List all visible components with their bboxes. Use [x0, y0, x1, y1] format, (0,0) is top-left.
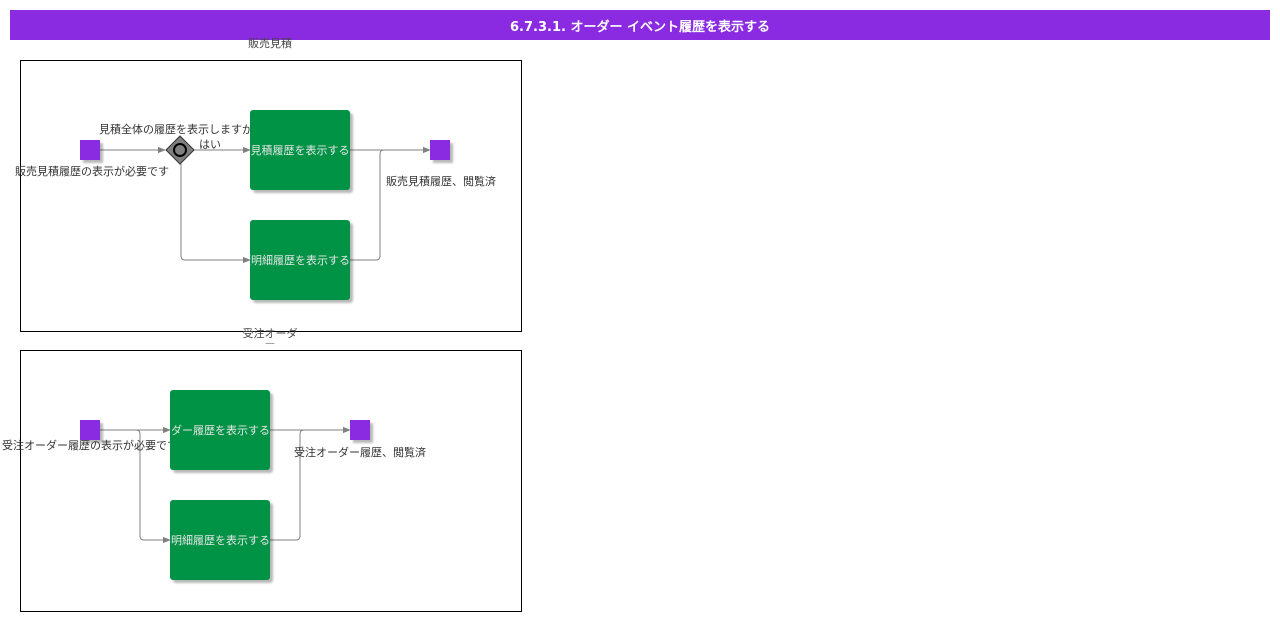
end-event-quote-label: 販売見積履歴、閲覧済: [386, 175, 496, 188]
task-view-order-line-history: 受注オーダー明細履歴を表示する: [170, 500, 270, 580]
start-event-quote-label: 販売見積履歴の表示が必要です: [15, 165, 169, 178]
end-event-quote: [430, 140, 450, 160]
gateway-question-label: 見積全体の履歴を表示しますか?: [99, 123, 259, 136]
task-view-quote-history: 見積履歴を表示する: [250, 110, 350, 190]
lane-sales-order: [20, 350, 522, 612]
start-event-quote: [80, 140, 100, 160]
start-event-order: [80, 420, 100, 440]
task-view-order-history: 受注オーダー履歴を表示する: [170, 390, 270, 470]
lane-sales-quote: [20, 60, 522, 332]
lane-label-sales-quote: 販売見積: [248, 38, 292, 50]
end-event-order-label: 受注オーダー履歴、閲覧済: [294, 446, 426, 459]
page-title: 6.7.3.1. オーダー イベント履歴を表示する: [10, 10, 1270, 40]
gateway-yes-label: はい: [199, 138, 221, 151]
task-view-quote-line-history: 見積明細履歴を表示する: [250, 220, 350, 300]
start-event-order-label: 受注オーダー履歴の表示が必要です: [2, 439, 178, 452]
lane-label-sales-order: 受注オーダー: [242, 328, 298, 344]
end-event-order: [350, 420, 370, 440]
